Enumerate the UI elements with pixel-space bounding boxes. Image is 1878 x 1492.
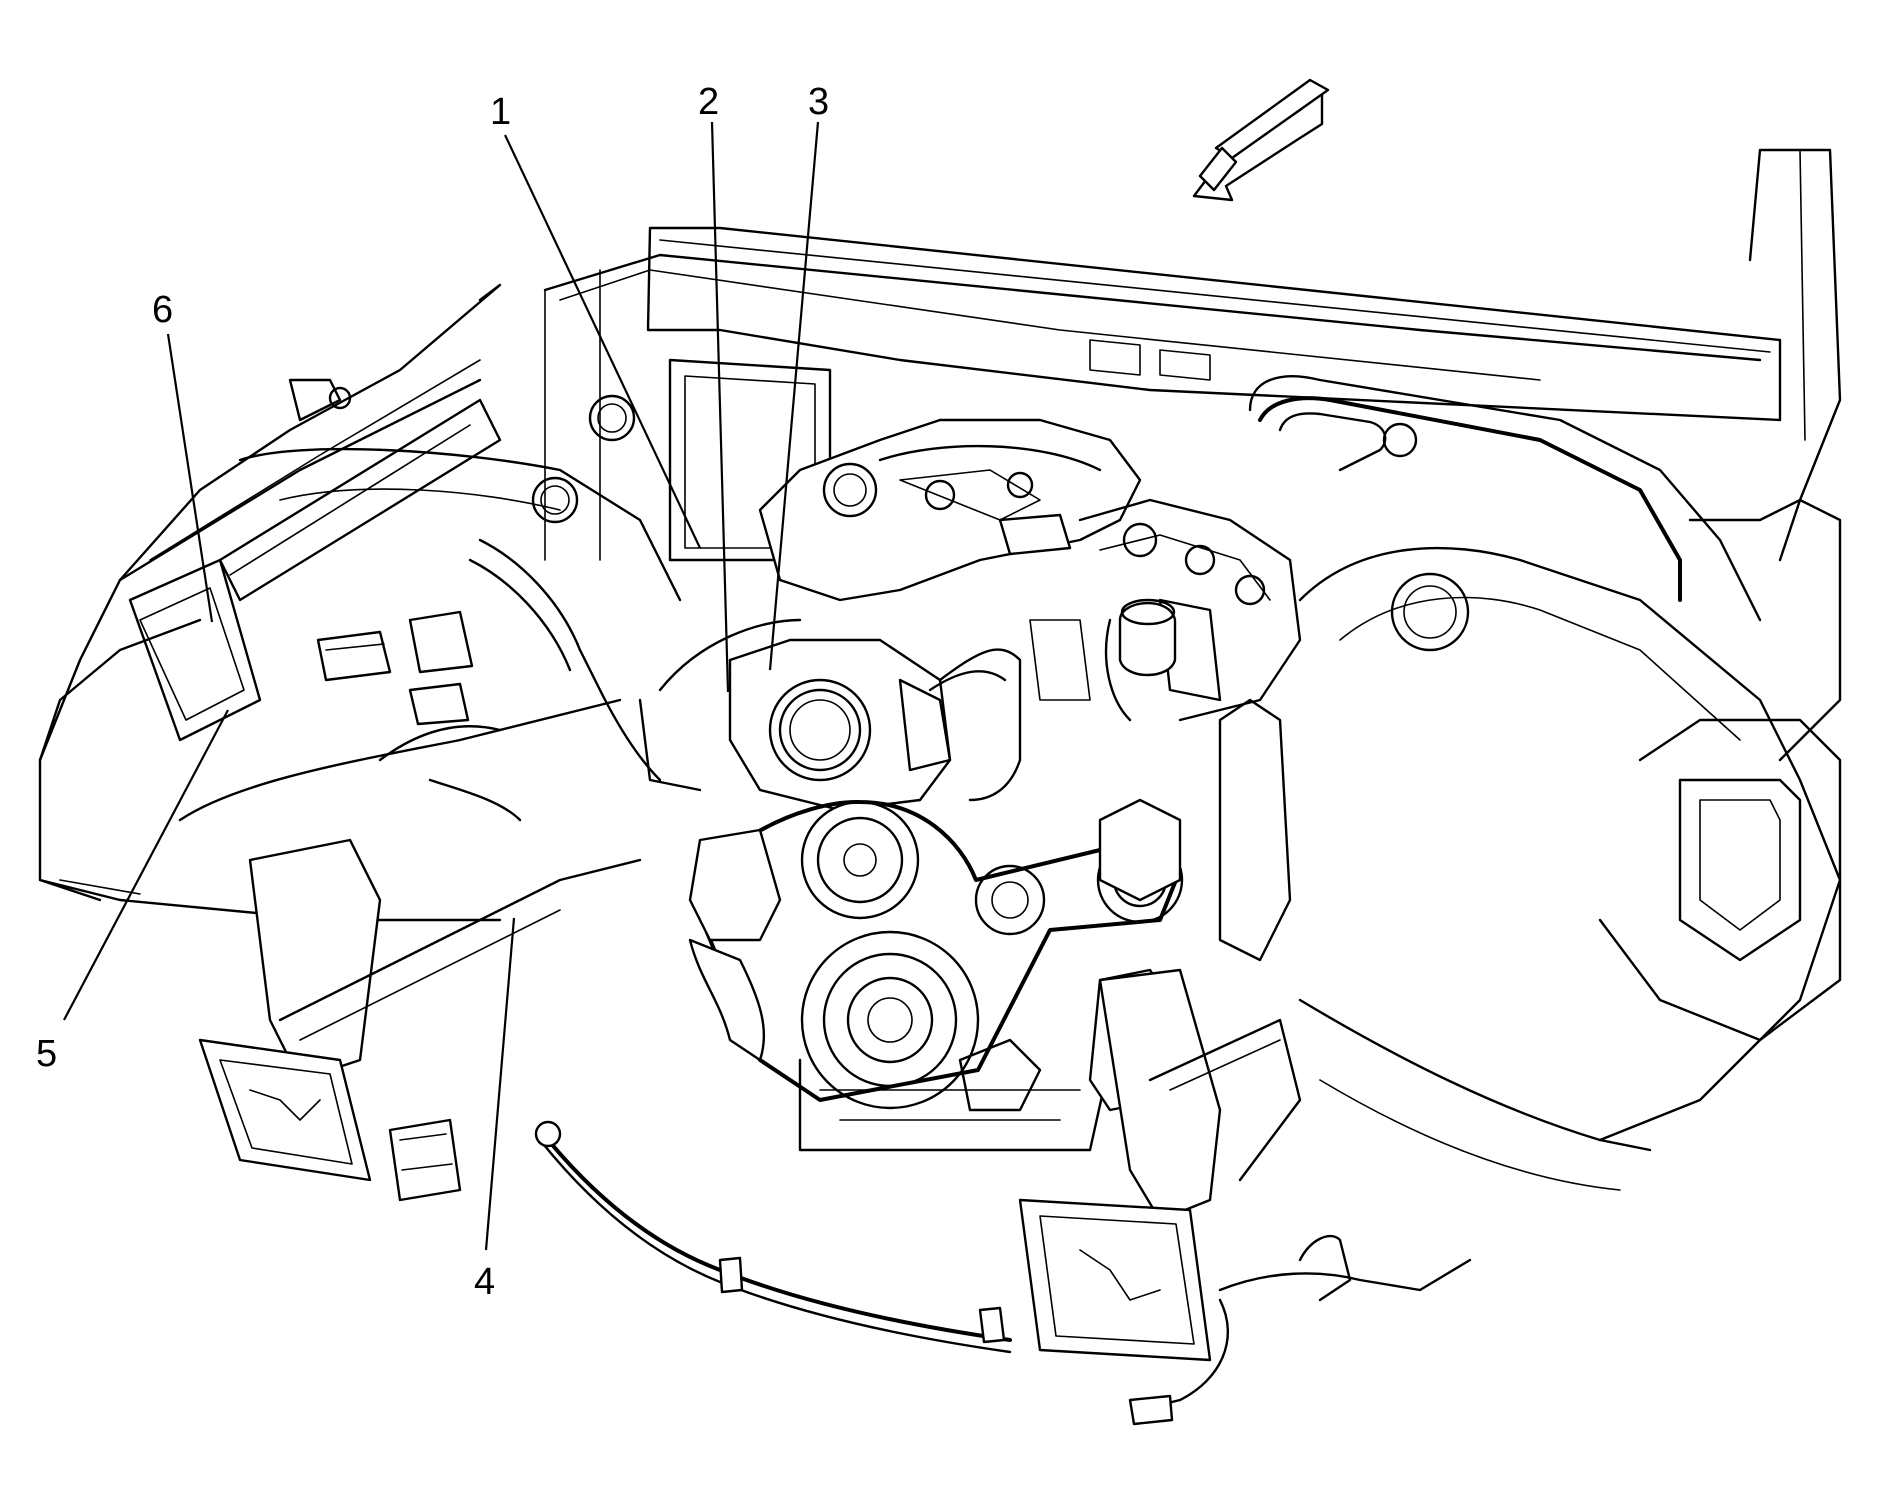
callout-labels: 1 2 3 4 5 6 [36,81,829,1303]
right-strut-tower [1248,148,1842,1191]
leader-line-5 [63,709,229,1021]
leader-line-6 [166,333,214,623]
leader-line-4 [484,917,516,1251]
leader-line-1 [504,134,701,549]
cowl-panel [543,226,1782,562]
callout-4: 4 [474,1261,495,1303]
callout-1: 1 [490,91,511,133]
callout-5: 5 [36,1033,57,1075]
callout-6: 6 [152,289,173,331]
leader-line-2 [710,121,730,693]
left-fender-structure [38,283,682,922]
wiring-harness [378,538,1472,1426]
engine-assembly [638,418,1302,1152]
callout-leaders [63,121,820,1251]
callout-2: 2 [698,81,719,123]
front-of-vehicle-arrow [1192,78,1330,202]
front-frame-rails [198,838,1302,1362]
leader-line-3 [768,121,820,671]
callout-3: 3 [808,81,829,123]
